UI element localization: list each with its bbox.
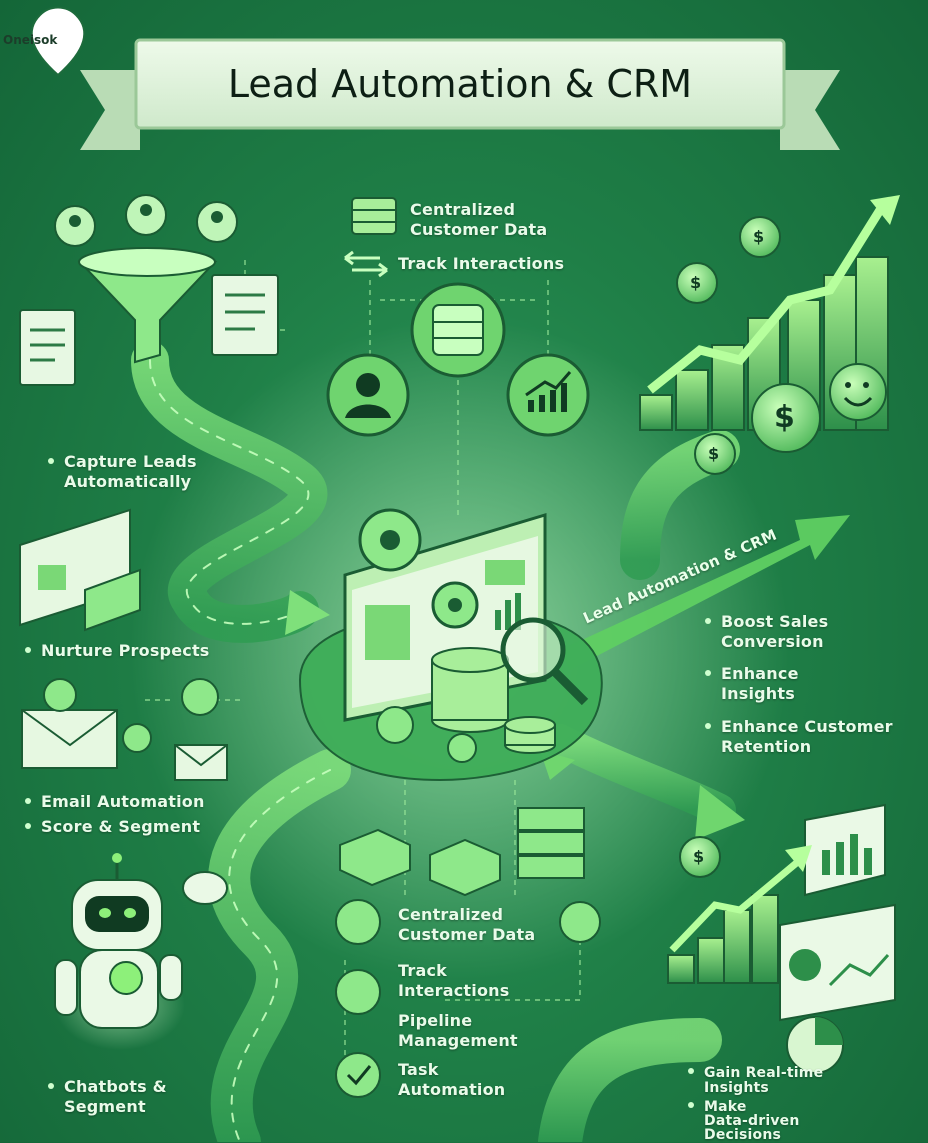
chatbot-robot-icon [54, 853, 228, 1050]
label-enhance-insights-text: Enhance Insights [721, 664, 799, 703]
label-task-automation: Task Automation [398, 1060, 506, 1099]
page-title: Lead Automation & CRM [227, 62, 693, 106]
label-top-centralized-data: Centralized Customer Data [410, 200, 548, 239]
label-gain-insights-text: Gain Real-time Insights [704, 1065, 824, 1096]
magnifier-icon [500, 617, 566, 683]
label-pipeline-management: Pipeline Management [398, 1011, 518, 1050]
email-automation-illustration [21, 678, 228, 781]
bullet-dot [25, 822, 31, 829]
label-email-automation: Email Automation [25, 792, 205, 812]
bullet-dot [48, 1082, 54, 1089]
server-circle [410, 282, 506, 378]
label-nurture-prospects: Nurture Prospects [25, 641, 210, 661]
bullet-dot [25, 646, 31, 653]
label-email-automation-text: Email Automation [41, 792, 205, 811]
label-customer-retention: Enhance Customer Retention [705, 717, 893, 757]
label-score-segment: Score & Segment [25, 817, 200, 837]
location-pin-icon [30, 6, 86, 77]
label-top-track-interactions: Track Interactions [398, 254, 565, 273]
connector-lines [145, 260, 581, 1080]
chart-circle-icon [506, 353, 590, 437]
label-bottom-track-interactions: Track Interactions [398, 961, 510, 1000]
label-nurture-prospects-text: Nurture Prospects [41, 641, 210, 660]
label-customer-retention-text: Enhance Customer Retention [721, 717, 893, 756]
bottom-right-charts [667, 803, 896, 1074]
bullet-dot [705, 617, 711, 624]
dollar-sign: $ [690, 273, 702, 292]
database-stack-icon [351, 197, 397, 235]
label-chatbots-segment: Chatbots & Segment [48, 1077, 167, 1117]
path-arrowhead-right [695, 785, 745, 840]
dollar-sign: $ [693, 847, 705, 866]
path-arrowhead-left [285, 590, 330, 635]
label-capture-leads: Capture Leads Automatically [48, 452, 197, 492]
label-enhance-insights: Enhance Insights [705, 664, 799, 704]
label-gain-insights: Gain Real-time Insights [688, 1066, 823, 1096]
growth-bar-chart [639, 195, 900, 431]
bullet-dot [25, 797, 31, 804]
bullet-dot [705, 722, 711, 729]
label-boost-sales-text: Boost Sales Conversion [721, 612, 829, 651]
dollar-sign: $ [774, 400, 796, 435]
label-capture-leads-text: Capture Leads Automatically [64, 452, 197, 491]
server-boxes [339, 807, 585, 897]
big-diagonal-arrow [560, 515, 850, 670]
smiley-icon [829, 363, 887, 421]
bullet-dot [688, 1068, 694, 1074]
label-bottom-centralized-data: Centralized Customer Data [398, 905, 536, 944]
swap-arrows-icon [344, 250, 388, 278]
label-score-segment-text: Score & Segment [41, 817, 201, 836]
bullet-dot [48, 457, 54, 464]
user-circle-icon [326, 353, 410, 437]
title-banner [80, 38, 840, 150]
brand-logo-text: Oneisok [3, 33, 58, 47]
dollar-coin-icons [676, 216, 821, 878]
speech-bubble-icon [182, 871, 228, 905]
funnel-illustration [19, 194, 279, 386]
label-chatbots-segment-text: Chatbots & Segment [64, 1077, 167, 1116]
label-boost-sales: Boost Sales Conversion [705, 612, 828, 652]
bullet-dot [705, 669, 711, 676]
bullet-dot [688, 1102, 694, 1108]
webpage-chat-illustration [19, 508, 141, 632]
label-data-driven-decisions: Make Data-driven Decisions [688, 1100, 800, 1142]
label-data-driven-decisions-text: Make Data-driven Decisions [704, 1099, 800, 1143]
dollar-sign: $ [708, 444, 720, 463]
winding-paths [131, 341, 740, 1142]
dollar-sign: $ [753, 227, 765, 246]
bottom-center-icons [335, 899, 601, 1098]
central-dashboard-illustration [298, 508, 603, 782]
